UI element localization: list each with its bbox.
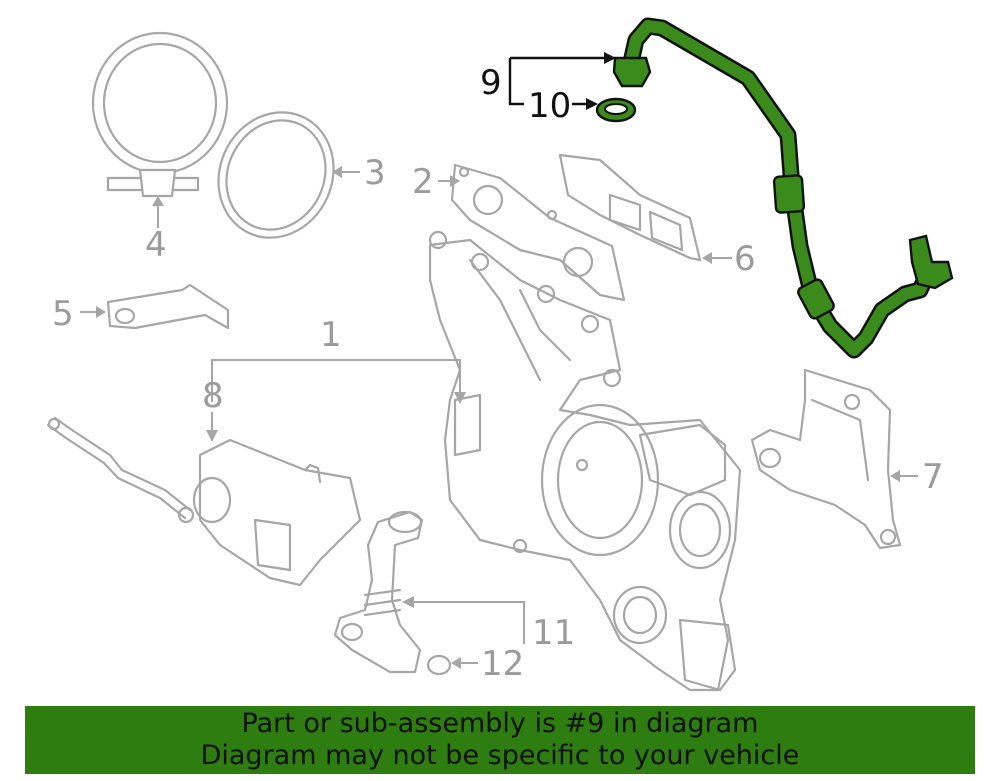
highlighted-seal-part-10[interactable]	[595, 97, 637, 123]
callout-5: 5	[52, 294, 74, 334]
callout-11: 11	[532, 613, 575, 653]
callout-8: 8	[202, 376, 224, 416]
tube-part-11[interactable]	[333, 510, 424, 674]
callout-12: 12	[481, 644, 524, 684]
banner-line-1: Part or sub-assembly is #9 in diagram	[241, 708, 759, 739]
clamp-ring-part-4[interactable]	[91, 31, 229, 198]
turbocharger-part-1[interactable]	[428, 230, 742, 692]
gasket-part-3[interactable]	[198, 93, 354, 256]
bracket-part-5[interactable]	[106, 283, 230, 330]
gasket-part-6[interactable]	[558, 153, 702, 262]
o-ring-part-12[interactable]	[426, 654, 452, 676]
callout-3: 3	[364, 153, 386, 193]
callout-9: 9	[480, 63, 502, 103]
heat-shield-part-7[interactable]	[750, 368, 902, 550]
callout-6: 6	[734, 239, 756, 279]
actuator-part-8[interactable]	[46, 416, 362, 587]
callout-7: 7	[922, 457, 944, 497]
vehicle-notice-banner: Part or sub-assembly is #9 in diagram Di…	[25, 706, 975, 774]
callout-2: 2	[412, 162, 434, 202]
gasket-part-2[interactable]	[450, 163, 626, 302]
highlighted-line-part-9[interactable]	[612, 17, 954, 359]
callout-4: 4	[145, 225, 167, 265]
callout-10: 10	[528, 86, 571, 126]
banner-line-2: Diagram may not be specific to your vehi…	[200, 740, 800, 771]
parts-diagram: 4 3 5 2 6	[46, 17, 954, 692]
callout-1: 1	[320, 315, 342, 355]
